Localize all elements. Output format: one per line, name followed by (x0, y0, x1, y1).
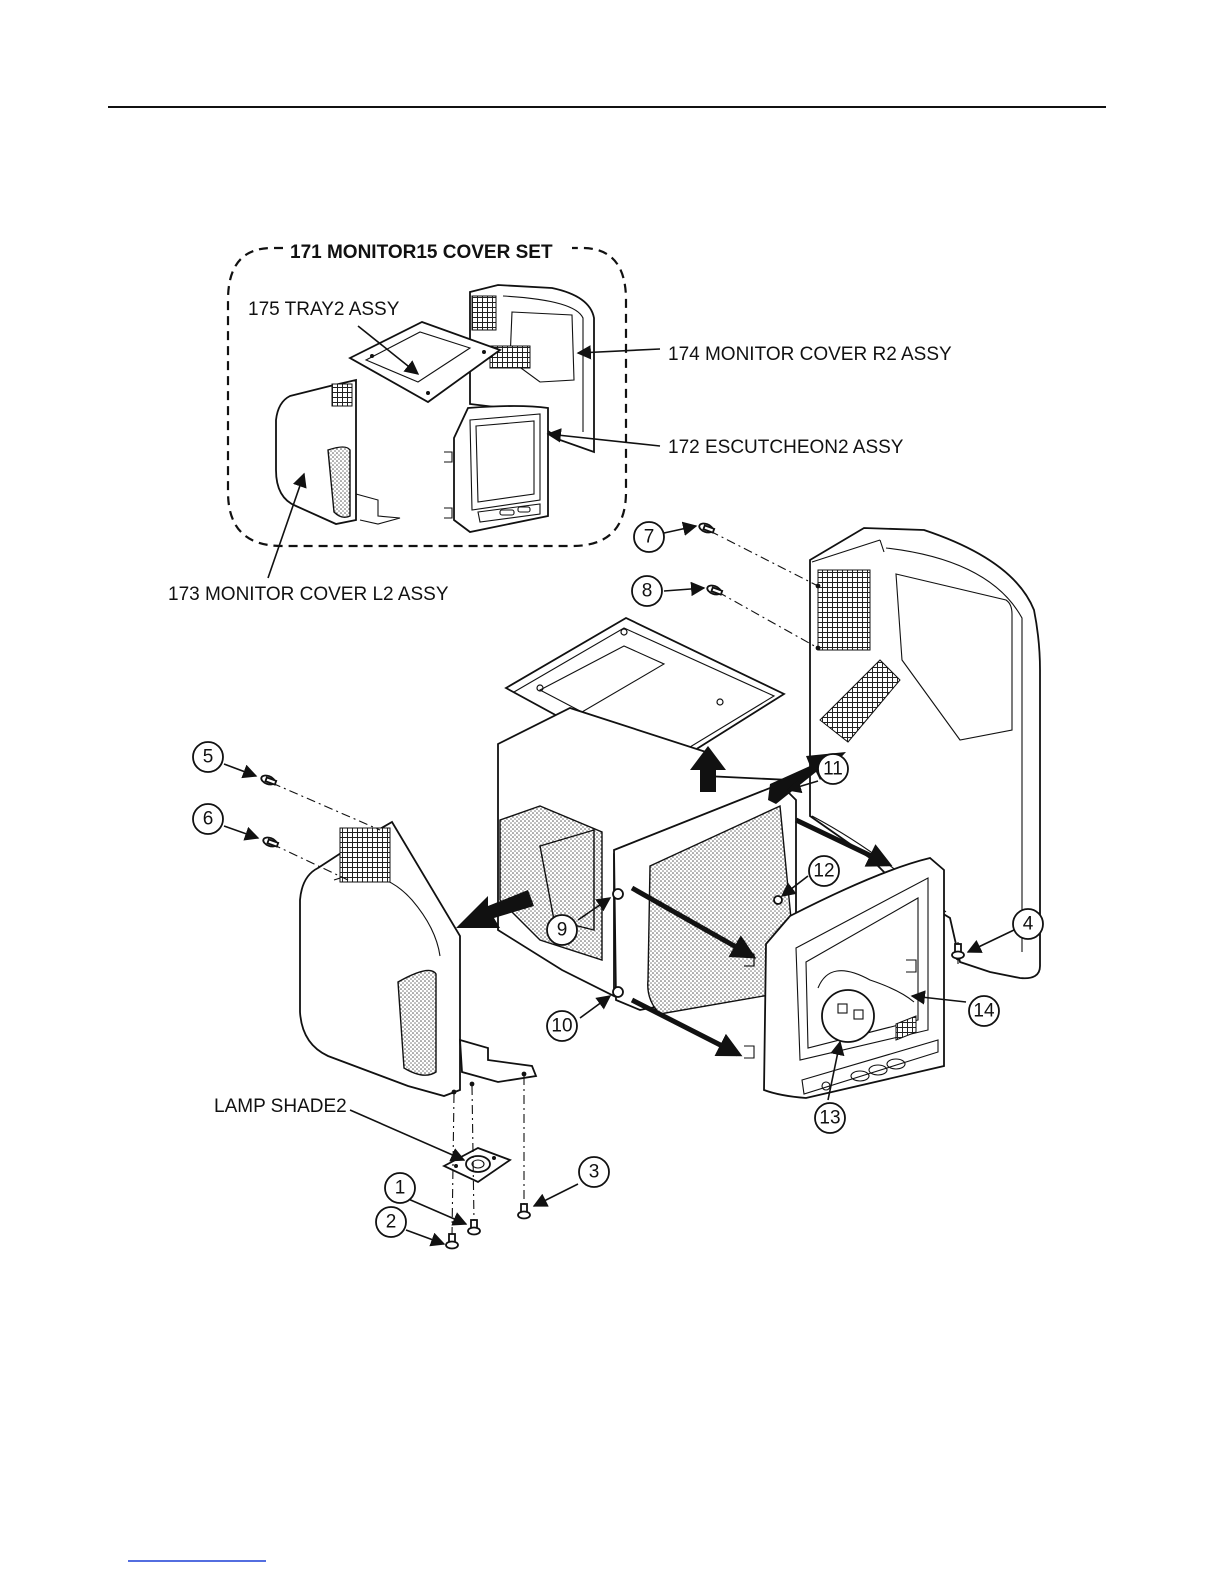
callout-9: 9 (547, 915, 577, 945)
svg-text:11: 11 (823, 759, 843, 780)
callout-13: 13 (815, 1103, 845, 1133)
callout-3: 3 (579, 1157, 609, 1187)
svg-text:7: 7 (644, 527, 655, 548)
svg-text:10: 10 (551, 1016, 572, 1037)
svg-text:12: 12 (813, 861, 834, 882)
callout-4: 4 (1013, 909, 1043, 939)
dash-screw-8 (718, 592, 818, 648)
cover-set-inset: 171 MONITOR15 COVER SET (228, 242, 952, 578)
callout-11: 11 (818, 754, 848, 784)
svg-text:1: 1 (395, 1178, 406, 1199)
leader-lamp-shade (350, 1110, 464, 1160)
dash-screw-7 (710, 531, 818, 586)
label-cover-l: 173 MONITOR COVER L2 ASSY (168, 584, 449, 605)
callout-5: 5 (193, 742, 223, 772)
callout-1: 1 (385, 1173, 415, 1203)
svg-text:3: 3 (589, 1162, 600, 1183)
svg-text:8: 8 (642, 581, 653, 602)
svg-text:13: 13 (819, 1108, 840, 1129)
svg-text:4: 4 (1023, 914, 1034, 935)
callout-10: 10 (547, 1011, 577, 1041)
callout-12: 12 (809, 856, 839, 886)
svg-text:6: 6 (203, 809, 214, 830)
svg-text:9: 9 (557, 920, 568, 941)
svg-text:5: 5 (203, 747, 214, 768)
callout-8: 8 (632, 576, 662, 606)
set-title: 171 MONITOR15 COVER SET (290, 242, 553, 263)
label-lamp-shade: LAMP SHADE2 (214, 1096, 347, 1117)
label-cover-r: 174 MONITOR COVER R2 ASSY (668, 344, 952, 365)
callout-2: 2 (376, 1207, 406, 1237)
callout-6: 6 (193, 804, 223, 834)
lamp-shade (444, 1148, 510, 1182)
dash-screw-5 (272, 783, 380, 830)
label-escutcheon: 172 ESCUTCHEON2 ASSY (668, 437, 904, 458)
label-tray: 175 TRAY2 ASSY (248, 299, 400, 320)
chassis-main (498, 708, 798, 1014)
inset-escutcheon (444, 406, 548, 532)
callout-14: 14 (969, 996, 999, 1026)
svg-text:2: 2 (386, 1212, 397, 1233)
callout-7: 7 (634, 522, 664, 552)
svg-text:14: 14 (973, 1001, 995, 1022)
